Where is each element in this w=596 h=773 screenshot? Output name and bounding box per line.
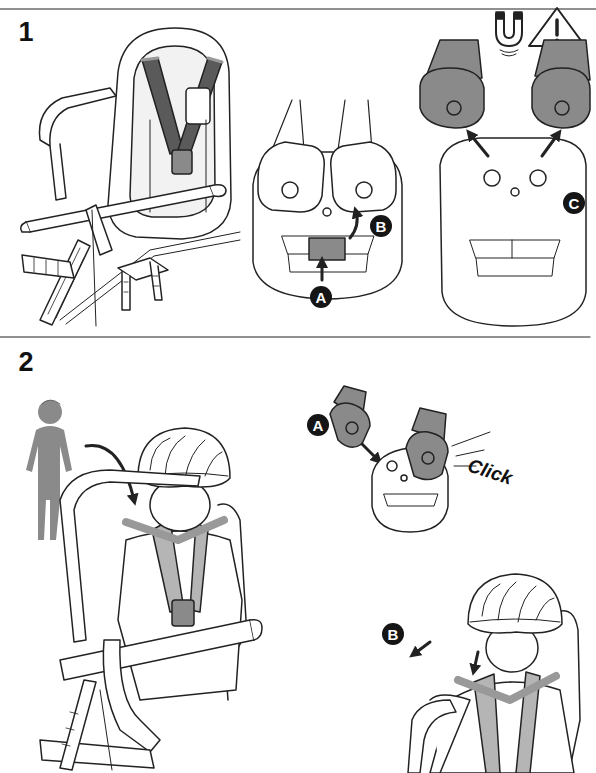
seat-on-bike — [21, 28, 240, 326]
callout-letter: C — [563, 192, 585, 214]
callout-letter: B — [370, 215, 392, 237]
buckle-click — [330, 386, 490, 532]
child-seated — [40, 428, 262, 770]
buckle-release — [420, 40, 590, 326]
step-number: 1 — [18, 17, 33, 48]
callout-letter: A — [310, 286, 332, 308]
buckle-press — [253, 100, 402, 299]
section-rule — [0, 336, 590, 337]
callout-letter: A — [307, 414, 329, 436]
callout-letter: B — [382, 623, 404, 645]
child-detail — [408, 574, 580, 773]
step-number: 2 — [18, 347, 33, 378]
top-rule — [0, 8, 596, 9]
sound-word: Click — [465, 455, 515, 490]
magnet-icon — [496, 12, 522, 56]
